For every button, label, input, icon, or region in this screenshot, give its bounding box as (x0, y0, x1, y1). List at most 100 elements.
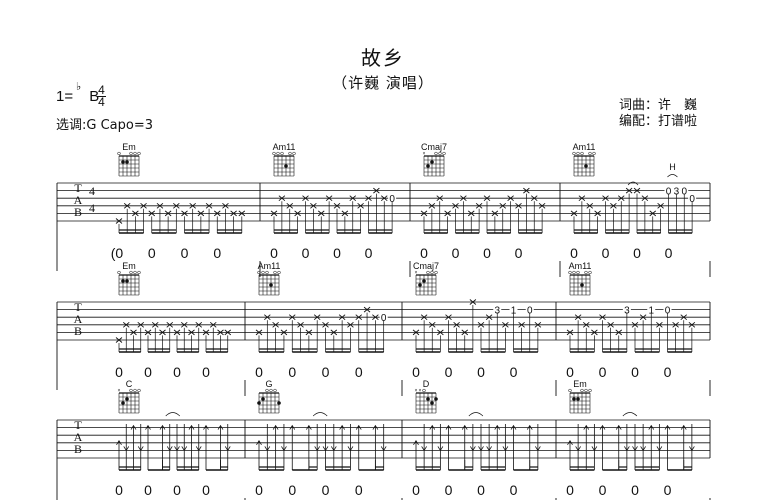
beat-count: 0 (144, 364, 152, 380)
ghost-note-x (130, 329, 137, 336)
fret-number: 3 (624, 306, 630, 317)
finger-dot (284, 164, 288, 168)
ghost-note-x (365, 195, 372, 202)
ghost-note-x (140, 202, 147, 209)
finger-dot (584, 164, 588, 168)
ghost-note-x (166, 321, 174, 328)
strum-down-arrow-icon (123, 446, 130, 452)
ghost-note-x (460, 195, 467, 202)
chord-diagram-am11: Am11 (568, 261, 592, 296)
finger-dot (261, 397, 265, 401)
ghost-note-x (534, 321, 542, 328)
ghost-note-x (156, 202, 164, 209)
mute-mark: × (415, 388, 418, 394)
ghost-note-x (313, 314, 321, 321)
tab-clef-t: T (74, 418, 82, 432)
time-top: 4 (98, 83, 105, 97)
tab-clef-a: A (74, 312, 83, 326)
credit-arranger: 编配：打谱啦 (619, 114, 698, 129)
beat-count: 0 (631, 364, 639, 380)
beat-count: 0 (445, 482, 453, 498)
fret-number: 0 (681, 187, 687, 198)
finger-dot (576, 397, 580, 401)
ghost-note-x (305, 329, 313, 336)
ghost-note-x (189, 202, 196, 209)
strum-up-arrow-icon (339, 424, 345, 430)
strum-up-arrow-icon (217, 424, 224, 430)
strum-down-arrow-icon (330, 446, 337, 452)
beat-count: 0 (288, 364, 296, 380)
hammer-on-label: H (669, 162, 676, 172)
ghost-note-x (137, 321, 145, 328)
chord-diagram-c: C× (118, 379, 141, 414)
beat-count: 0 (483, 245, 491, 261)
ghost-note-x (437, 329, 444, 336)
beat-count: 0 (333, 245, 341, 261)
ghost-note-x (325, 195, 333, 202)
ghost-note-x (607, 321, 614, 328)
ghost-note-x (633, 187, 641, 194)
beat-count: 0 (420, 245, 428, 261)
strum-down-arrow-icon (174, 446, 180, 452)
staff-time-bottom: 4 (89, 201, 95, 215)
strum-down-arrow-icon (322, 446, 329, 452)
strum-up-arrow-icon (130, 424, 137, 430)
ghost-note-x (602, 195, 609, 202)
strum-down-arrow-icon (535, 446, 541, 452)
chord-diagram-em: Em (117, 261, 141, 296)
beat-count: 0 (566, 364, 574, 380)
ghost-note-x (294, 210, 301, 217)
beat-count: 0 (288, 482, 296, 498)
strum-down-arrow-icon (421, 446, 427, 452)
strum-up-arrow-icon (188, 424, 195, 430)
strum-up-arrow-icon (159, 424, 166, 430)
fret-number: 0 (665, 306, 671, 317)
ghost-note-x (310, 202, 317, 209)
chord-diagram-cmaj7: Cmaj7× (421, 142, 447, 177)
ghost-note-x (467, 210, 475, 217)
finger-dot (121, 279, 125, 283)
ghost-note-x (333, 202, 341, 209)
strum-down-arrow-icon (224, 446, 231, 452)
ghost-note-x (205, 202, 213, 209)
beat-count: 0 (599, 482, 607, 498)
ghost-note-x (445, 314, 452, 321)
slur-arc (627, 181, 639, 186)
finger-dot (125, 160, 129, 164)
chord-name: Cmaj7 (413, 261, 439, 271)
beat-count: 0 (631, 482, 639, 498)
strum-up-arrow-icon (372, 424, 379, 430)
ghost-note-x (278, 195, 286, 202)
ghost-note-x (148, 210, 156, 217)
beat-count: 0 (665, 245, 673, 261)
tab-clef-b: B (74, 205, 82, 219)
ghost-note-x (280, 329, 288, 336)
strum-down-arrow-icon (632, 446, 638, 452)
credits: 词曲：许 巍 编配：打谱啦 (619, 98, 697, 130)
chord-diagram-d: D×× (415, 379, 438, 414)
beat-count: 0 (255, 364, 263, 380)
chord-name: Em (122, 142, 136, 152)
key-letter: B (89, 88, 100, 105)
beat-count: 0 (322, 482, 330, 498)
strum-down-arrow-icon (314, 446, 321, 452)
beat-count: 0 (452, 245, 460, 261)
finger-dot (125, 397, 129, 401)
strum-down-arrow-icon (166, 446, 173, 452)
ghost-note-x (485, 314, 493, 321)
fret-number: 1 (511, 306, 517, 317)
finger-dot (121, 160, 125, 164)
ghost-note-x (469, 299, 477, 305)
song-title: 故乡 (361, 46, 405, 70)
ghost-note-x (412, 329, 420, 336)
ghost-note-x (181, 210, 188, 217)
ghost-note-x (453, 321, 460, 328)
strum-up-arrow-icon (445, 424, 452, 430)
